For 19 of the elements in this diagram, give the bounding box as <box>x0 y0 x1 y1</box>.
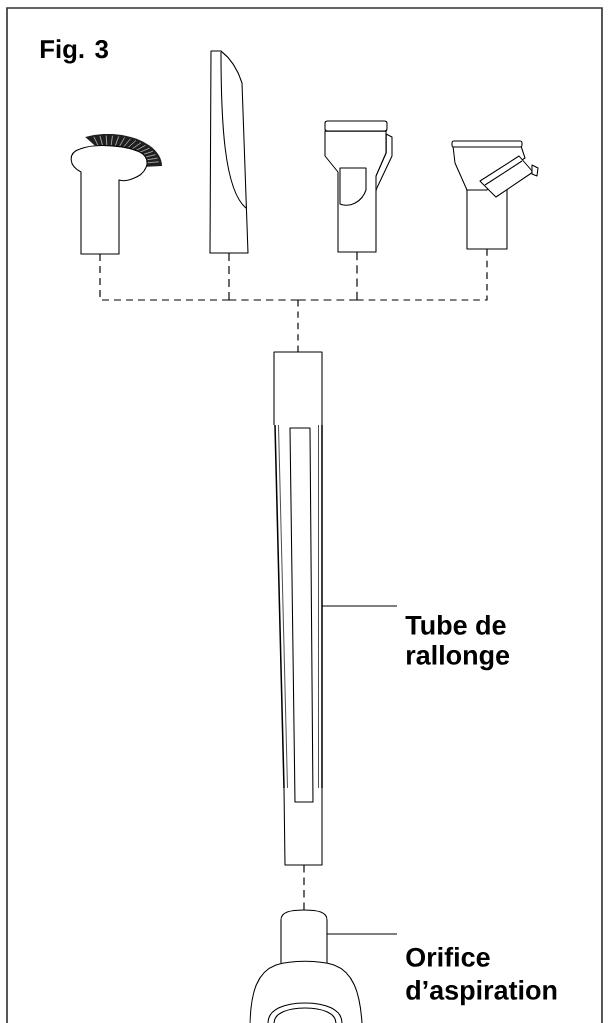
suction-port <box>280 909 328 964</box>
crevice-tool <box>209 50 249 254</box>
dashed-line <box>356 251 358 301</box>
leader-line <box>326 933 398 935</box>
part-label: Tube de rallonge <box>405 615 510 671</box>
leader-line <box>321 605 398 607</box>
dashed-line <box>297 299 299 353</box>
part-label: Orifice d’aspiration <box>406 947 557 1006</box>
figure-title: Fig. 3 <box>40 39 108 64</box>
extension-tube <box>273 351 323 866</box>
brush-attachment <box>70 134 162 255</box>
dashed-line <box>228 252 230 301</box>
dashed-line <box>303 864 305 911</box>
upholstery-attachment <box>324 120 393 253</box>
angled-attachment <box>451 140 539 250</box>
dashed-line <box>356 248 488 301</box>
dashed-line <box>99 253 230 301</box>
dashed-line <box>228 299 299 301</box>
dashed-line <box>297 299 358 301</box>
